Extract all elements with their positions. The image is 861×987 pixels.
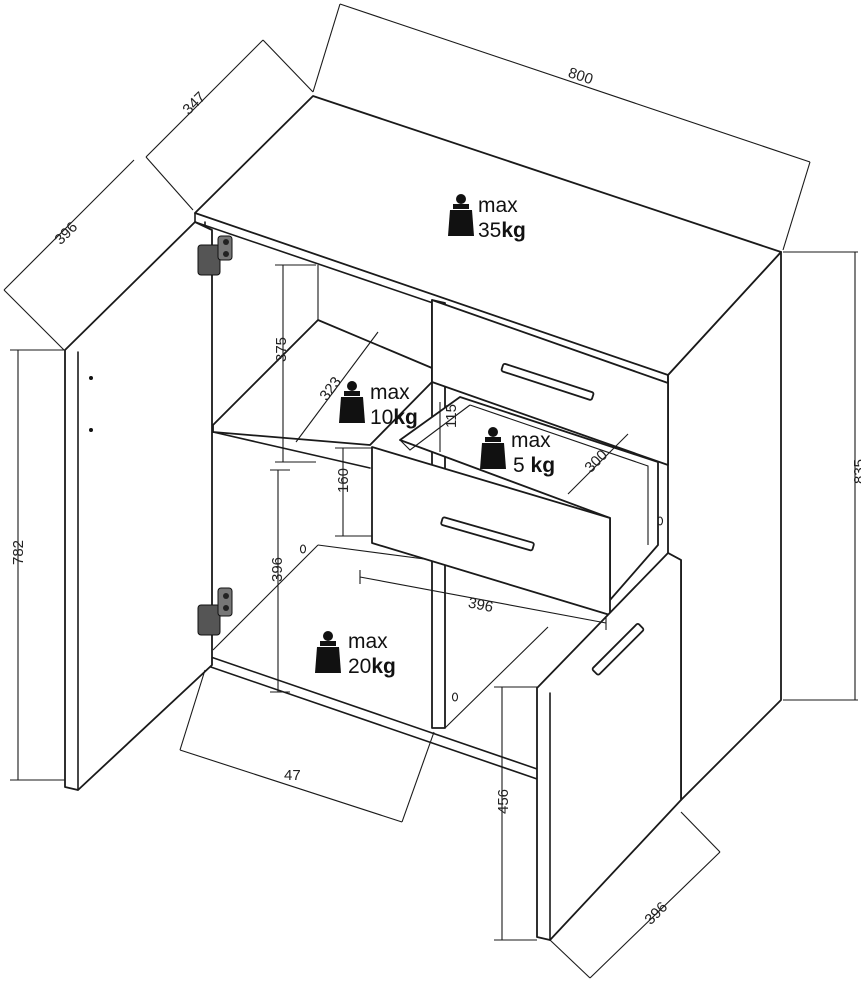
dim-lower-compartment-width: 396 — [359, 570, 607, 630]
svg-text:835: 835 — [851, 459, 861, 484]
lower-compartment-floor — [317, 544, 433, 561]
right-door-handle[interactable] — [591, 623, 645, 676]
load-label-bottom: max 20kg — [315, 630, 396, 678]
upper-drawer-handle[interactable] — [500, 362, 595, 401]
svg-text:456: 456 — [495, 789, 512, 814]
svg-text:max: max — [370, 381, 410, 404]
dim-lower-compartment-height: 396 — [269, 469, 290, 693]
weight-icon — [448, 194, 474, 236]
svg-text:35kg: 35kg — [478, 219, 526, 242]
load-label-drawer: max 5 kg — [480, 427, 555, 477]
carcass-bottom-front-2 — [204, 654, 541, 771]
door-hole-2 — [89, 428, 93, 432]
svg-text:115: 115 — [443, 404, 460, 428]
svg-text:347: 347 — [179, 89, 209, 119]
svg-text:396: 396 — [269, 557, 286, 582]
open-drawer-handle[interactable] — [440, 516, 535, 552]
door-hole-1 — [89, 376, 93, 380]
dim-base-offset: 47 — [179, 669, 435, 823]
lower-hinge-icon — [197, 587, 233, 636]
weight-icon — [339, 381, 365, 423]
svg-text:47: 47 — [284, 767, 301, 784]
hole-2 — [451, 692, 459, 702]
svg-text:5 kg: 5 kg — [513, 454, 555, 477]
hole-1 — [299, 544, 307, 554]
dim-upper-shelf-height: 375 — [273, 264, 316, 463]
lower-right-floor — [444, 626, 549, 729]
open-drawer-inner-back — [469, 404, 649, 545]
svg-text:396: 396 — [467, 594, 495, 615]
dim-width-total: 800 — [312, 3, 811, 251]
load-label-top: max 35kg — [448, 194, 526, 242]
dim-right-door-height: 456 — [494, 686, 537, 941]
top-panel — [194, 95, 782, 376]
dim-height-total: 835 — [783, 251, 861, 701]
svg-text:max: max — [511, 429, 551, 452]
upper-hinge-icon — [197, 235, 233, 276]
left-door — [64, 221, 213, 791]
svg-text:20kg: 20kg — [348, 655, 396, 678]
svg-text:396: 396 — [51, 219, 81, 249]
middle-shelf-front — [212, 431, 371, 469]
lower-compartment-back — [212, 544, 319, 651]
svg-text:max: max — [478, 194, 518, 217]
svg-text:160: 160 — [335, 468, 352, 493]
dim-drawer-inner-height: 115 — [439, 402, 460, 452]
right-door — [536, 552, 682, 941]
svg-text:375: 375 — [273, 337, 290, 362]
dim-door-height: 782 — [10, 349, 65, 781]
svg-text:10kg: 10kg — [370, 406, 418, 429]
carcass-bottom-front — [204, 664, 541, 781]
weight-icon — [315, 631, 341, 673]
dim-drawer-front-height: 160 — [335, 447, 372, 537]
svg-text:782: 782 — [10, 540, 27, 565]
load-label-shelf: max 10kg — [339, 381, 418, 429]
weight-icon — [480, 427, 506, 469]
svg-text:800: 800 — [566, 64, 595, 88]
open-drawer-inner-left — [399, 404, 471, 451]
svg-text:max: max — [348, 630, 388, 653]
